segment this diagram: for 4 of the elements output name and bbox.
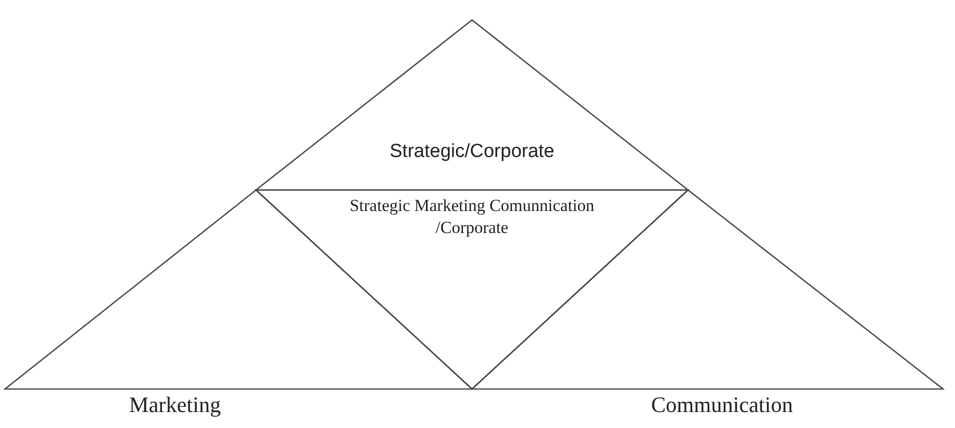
section-label: Strategic Marketing Comunnication /Corporate xyxy=(348,195,596,240)
section-label: Strategic/Corporate xyxy=(388,140,556,164)
section-label: Communication xyxy=(650,391,794,419)
section-label: Marketing xyxy=(128,391,222,419)
